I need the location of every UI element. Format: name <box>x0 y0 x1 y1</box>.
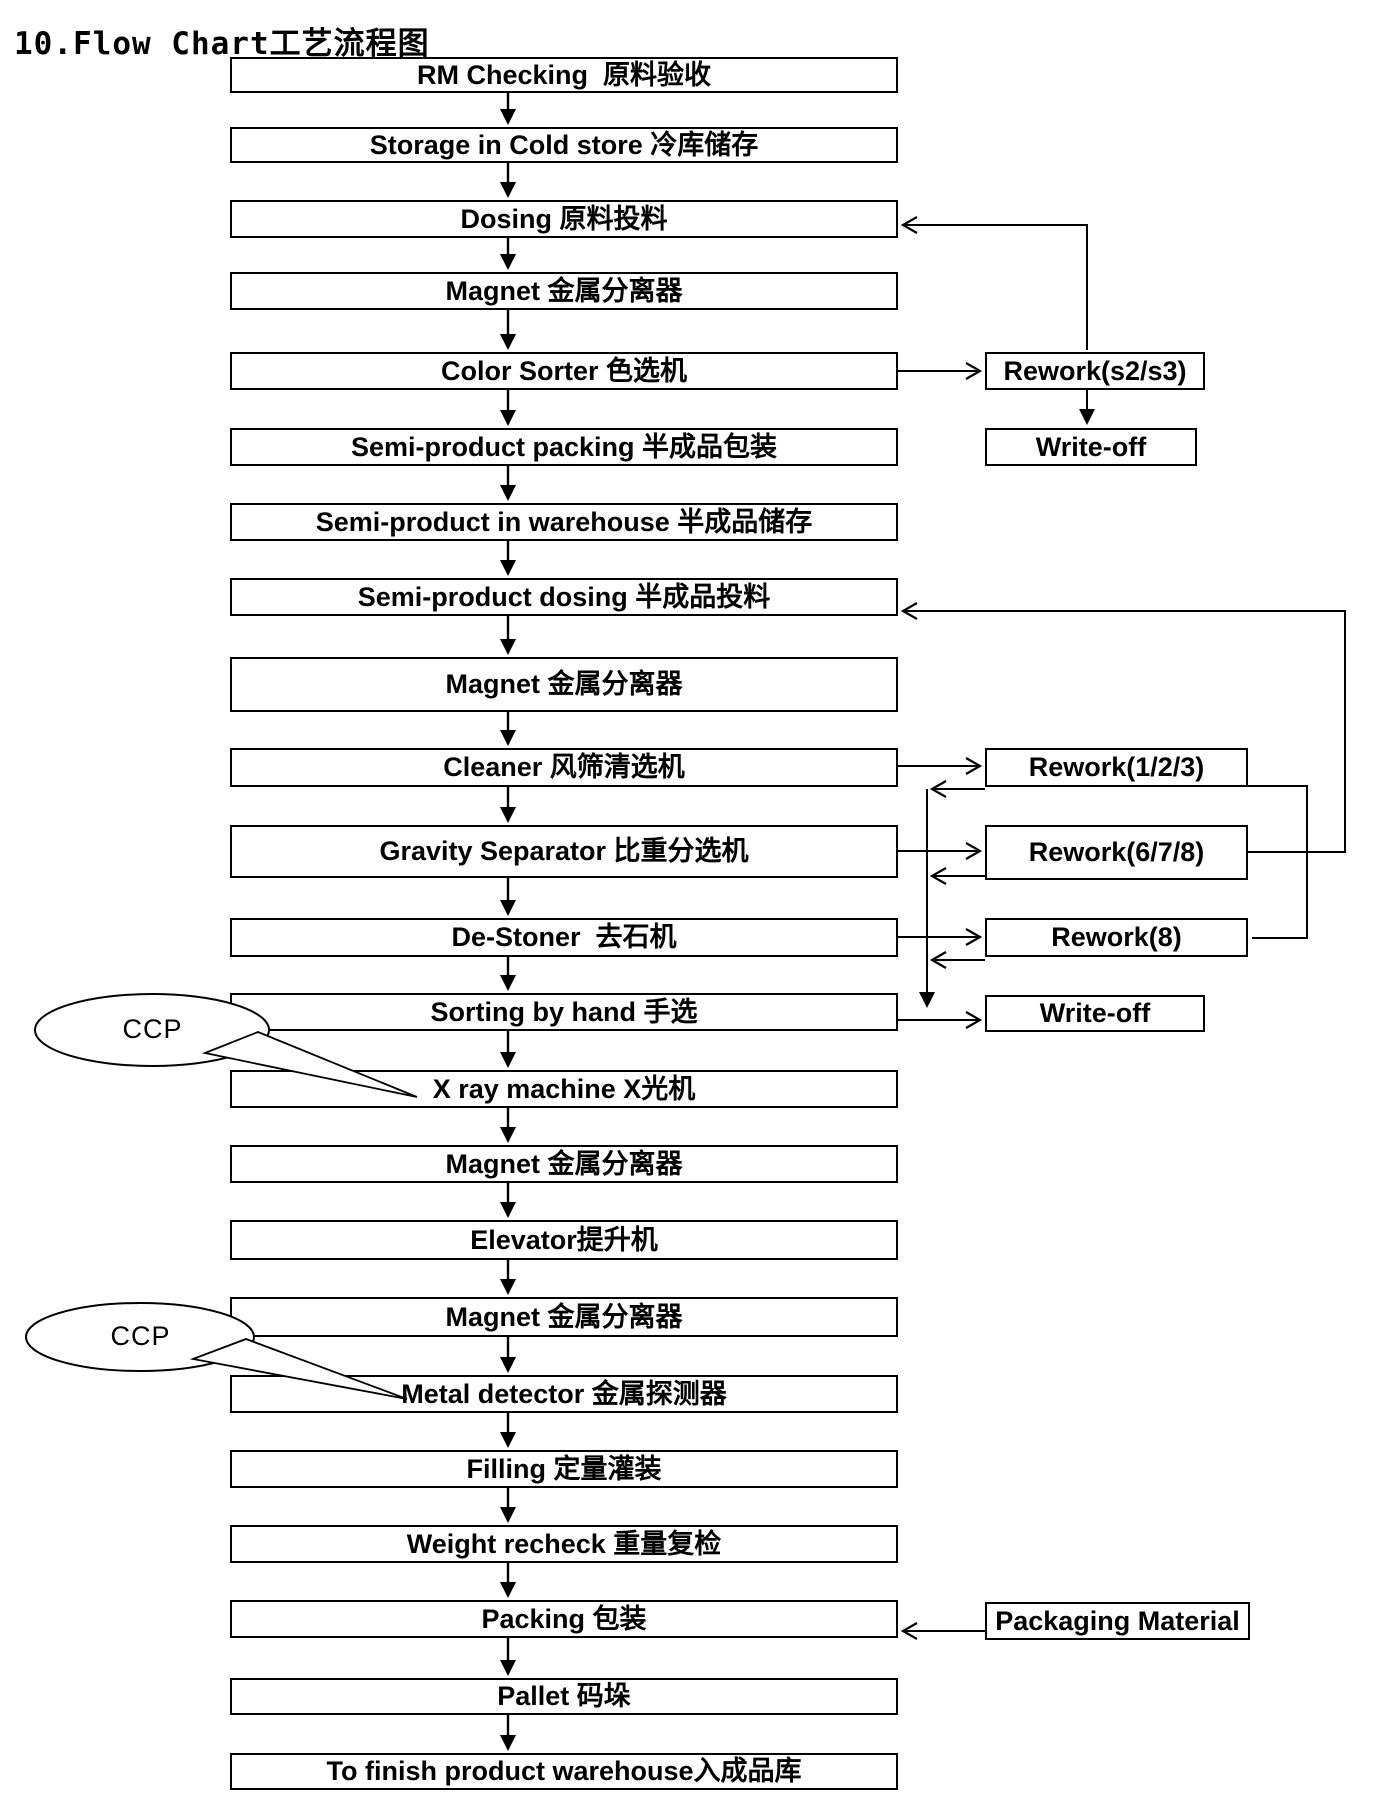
side-box-write-off-2: Write-off <box>985 995 1205 1032</box>
side-box-write-off-1: Write-off <box>985 428 1197 466</box>
flow-step-color-sorter: Color Sorter 色选机 <box>230 352 898 390</box>
ccp-label-2: CCP <box>110 1321 171 1351</box>
flow-step-de-stoner: De-Stoner 去石机 <box>230 918 898 957</box>
flow-step-semi-product-warehouse: Semi-product in warehouse 半成品储存 <box>230 503 898 541</box>
flow-step-magnet-3: Magnet 金属分离器 <box>230 1145 898 1183</box>
side-box-rework-678: Rework(6/7/8) <box>985 825 1248 880</box>
side-box-rework-s2s3: Rework(s2/s3) <box>985 352 1205 390</box>
flow-step-weight-recheck: Weight recheck 重量复检 <box>230 1525 898 1563</box>
flow-step-metal-detector: Metal detector 金属探测器 <box>230 1375 898 1413</box>
flow-step-filling: Filling 定量灌装 <box>230 1450 898 1488</box>
flow-step-magnet-1: Magnet 金属分离器 <box>230 272 898 310</box>
flow-step-sorting-by-hand: Sorting by hand 手选 <box>230 993 898 1031</box>
flow-step-semi-product-packing: Semi-product packing 半成品包装 <box>230 428 898 466</box>
flow-step-storage-cold-store: Storage in Cold store 冷库储存 <box>230 127 898 163</box>
flow-step-magnet-4: Magnet 金属分离器 <box>230 1297 898 1337</box>
side-box-rework-8: Rework(8) <box>985 918 1248 957</box>
side-box-packaging-material: Packaging Material <box>985 1602 1250 1640</box>
flow-step-elevator: Elevator提升机 <box>230 1220 898 1260</box>
flow-step-finish-product-warehouse: To finish product warehouse入成品库 <box>230 1753 898 1790</box>
side-box-rework-123: Rework(1/2/3) <box>985 748 1248 787</box>
flow-step-pallet: Pallet 码垛 <box>230 1678 898 1715</box>
page-title: 10.Flow Chart工艺流程图 <box>14 26 430 62</box>
flow-step-dosing: Dosing 原料投料 <box>230 200 898 238</box>
flow-step-semi-product-dosing: Semi-product dosing 半成品投料 <box>230 578 898 616</box>
flow-step-rm-checking: RM Checking 原料验收 <box>230 57 898 93</box>
ccp-label-1: CCP <box>122 1014 183 1044</box>
flow-step-x-ray-machine: X ray machine X光机 <box>230 1070 898 1108</box>
flow-step-cleaner: Cleaner 风筛清选机 <box>230 748 898 787</box>
flow-step-gravity-separator: Gravity Separator 比重分选机 <box>230 825 898 878</box>
flow-step-packing: Packing 包装 <box>230 1600 898 1638</box>
flow-step-magnet-2: Magnet 金属分离器 <box>230 657 898 712</box>
